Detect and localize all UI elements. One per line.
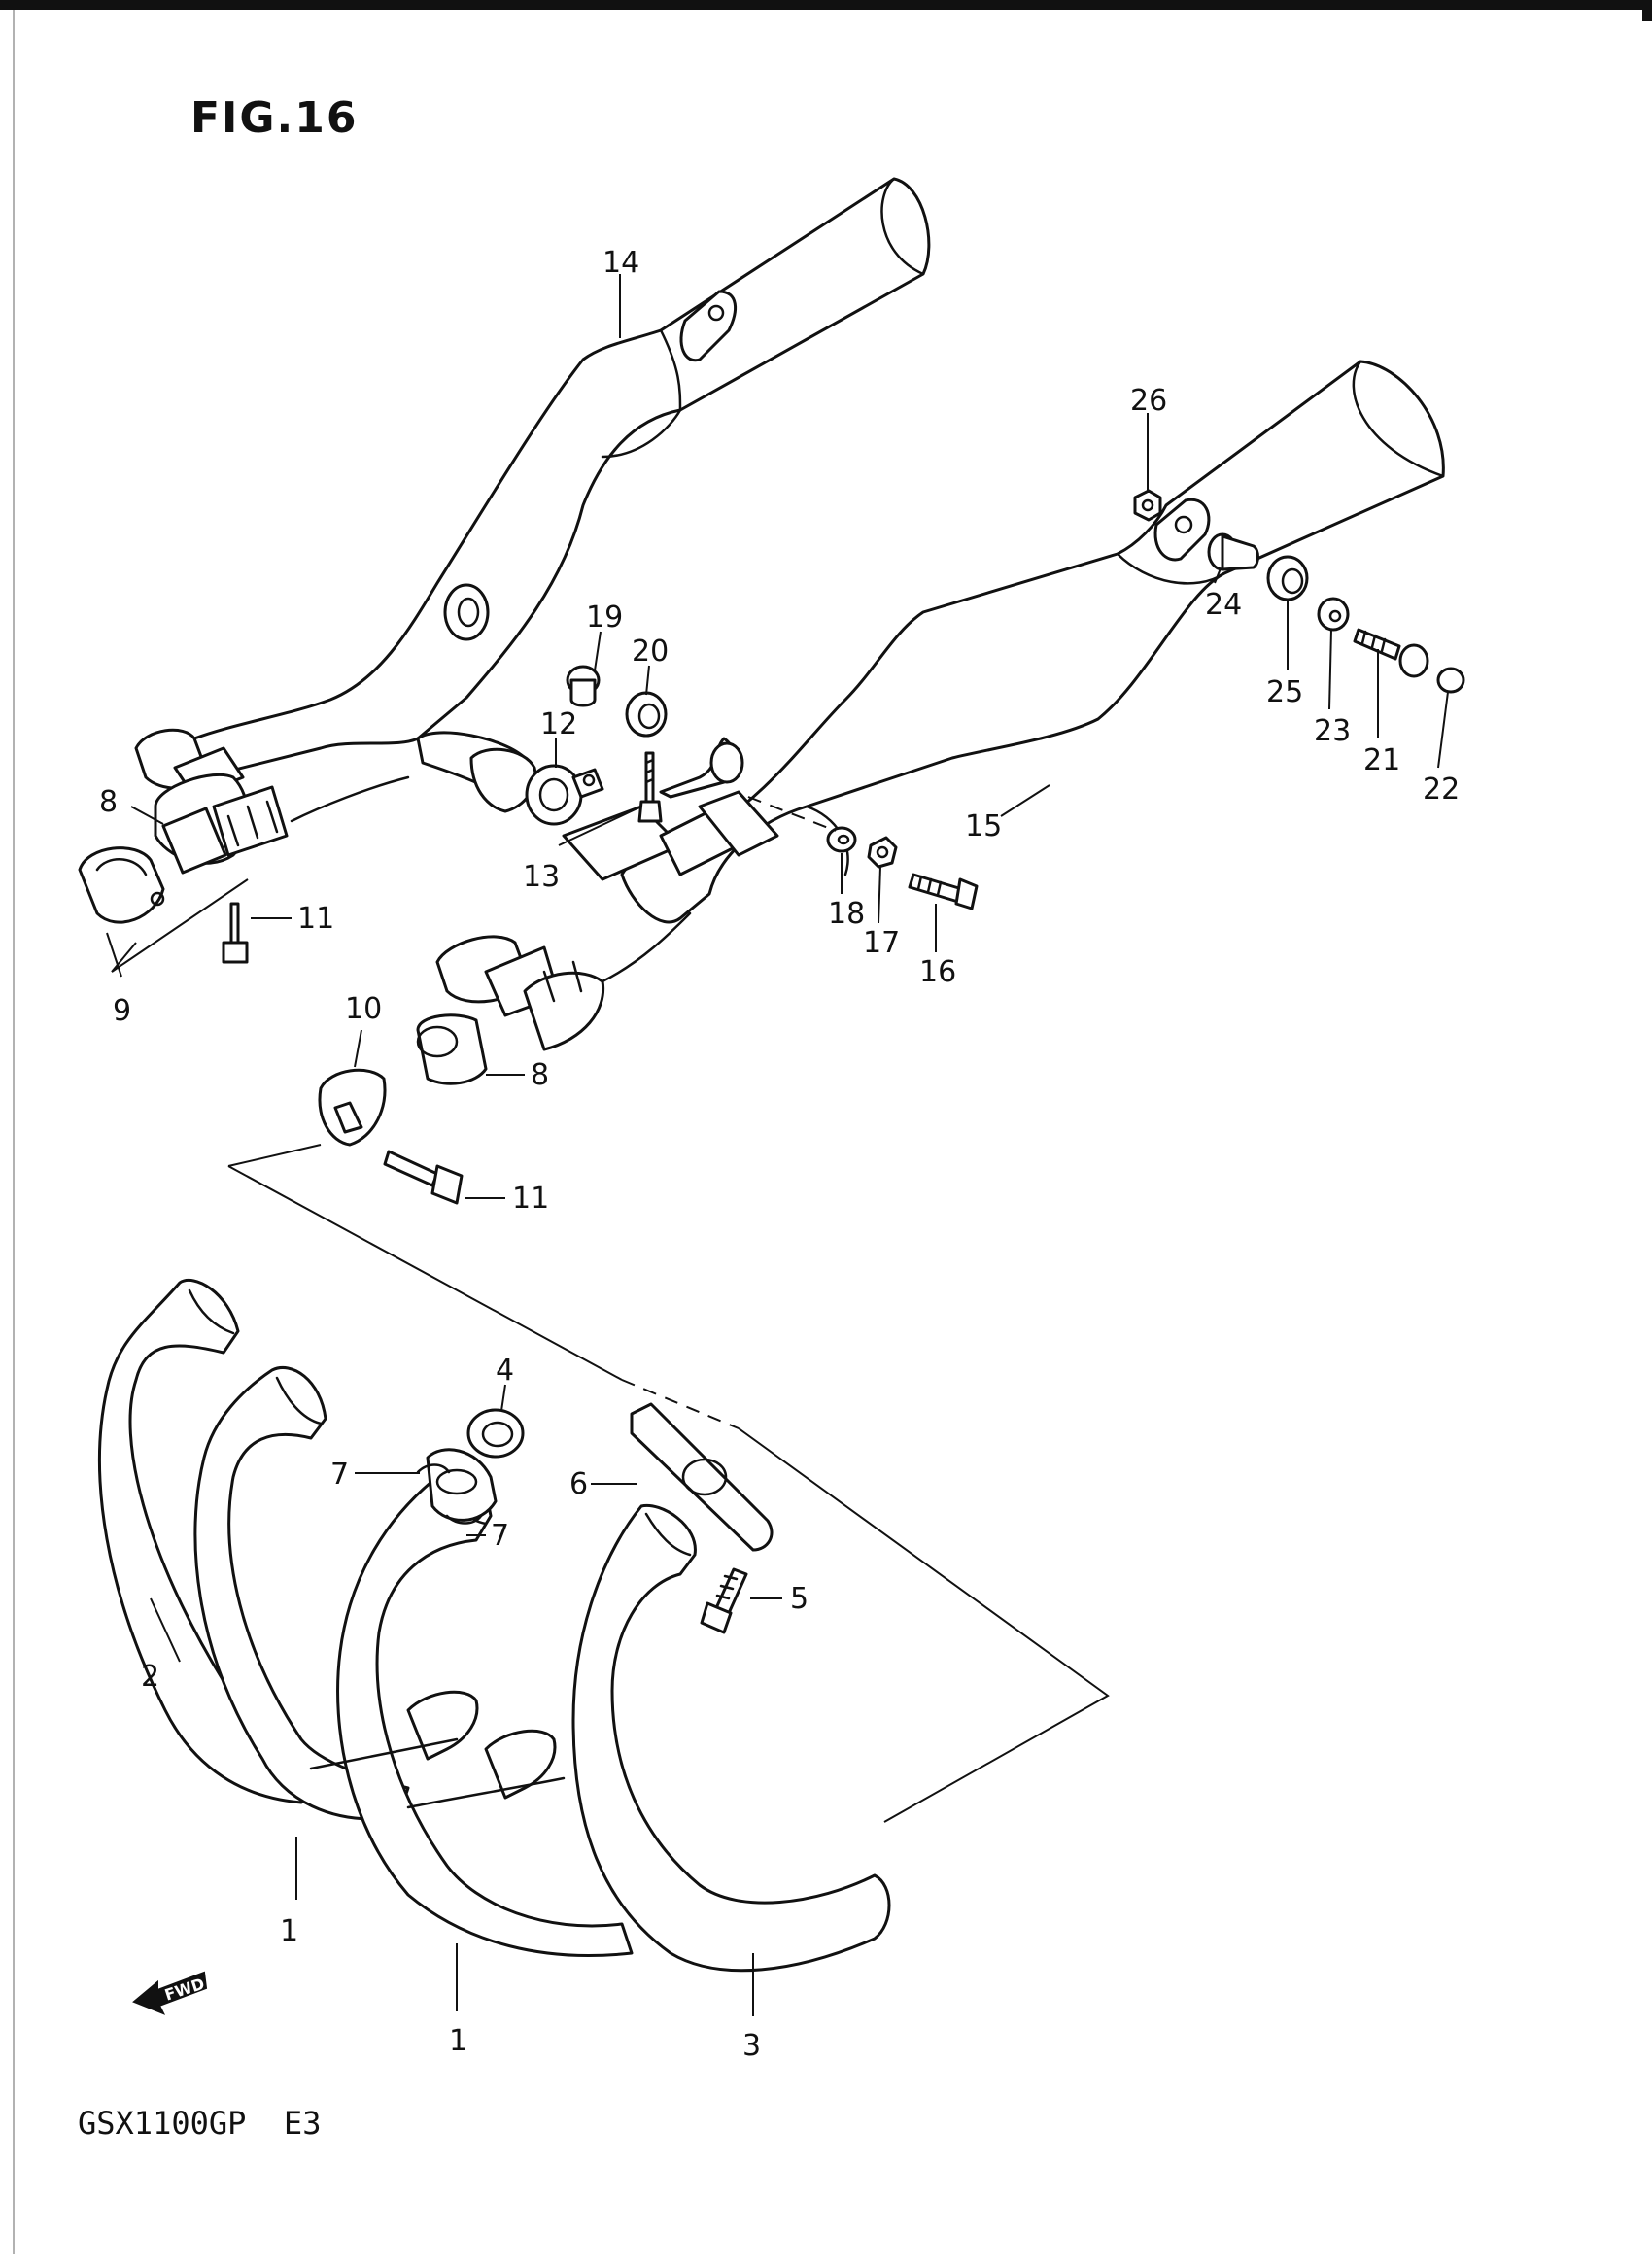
connector-8-upper [161, 807, 227, 875]
fwd-arrow-icon: FWD [132, 1971, 208, 2015]
leader-9-group [111, 878, 249, 973]
washer-23 [1317, 597, 1350, 632]
callout-25: 25 [1266, 675, 1303, 709]
header-crossover [309, 1690, 566, 1809]
flange-6 [630, 1402, 774, 1552]
callout-5: 5 [790, 1582, 809, 1616]
cap-22 [1436, 667, 1465, 694]
callout-3: 3 [742, 2029, 761, 2063]
callout-14: 14 [602, 246, 639, 280]
callout-7-lower: 7 [491, 1519, 509, 1553]
callout-21: 21 [1363, 743, 1400, 777]
callout-10: 10 [345, 992, 382, 1026]
leader-frame-right [738, 1427, 1110, 1823]
top-border [0, 0, 1652, 10]
fwd-label: FWD [162, 1975, 207, 2005]
callout-1-mid: 1 [449, 2024, 467, 2058]
callout-11-upper: 11 [297, 902, 334, 936]
joint-rings-7 [416, 1448, 498, 1525]
callout-18: 18 [828, 897, 865, 931]
callout-numbers: 14 26 19 20 12 13 15 24 25 23 21 22 18 1… [99, 246, 1460, 2063]
leader-frame-dash [621, 1379, 740, 1429]
callout-12: 12 [540, 707, 577, 741]
leader-frame-top [227, 1144, 322, 1167]
callout-20: 20 [632, 635, 669, 669]
callout-15: 15 [965, 809, 1002, 843]
clamp-10 [318, 1068, 387, 1147]
spacer-24 [1207, 532, 1259, 571]
bolt-16 [908, 873, 979, 910]
clamp-9 [78, 846, 165, 924]
leader-lines [106, 274, 1449, 2016]
cushion-25 [1266, 555, 1309, 601]
bolt-5 [700, 1567, 748, 1634]
callout-6: 6 [569, 1467, 588, 1501]
nut-26 [1133, 489, 1162, 522]
callout-26: 26 [1130, 384, 1167, 418]
header-pipe-3 [571, 1503, 891, 1973]
callout-19: 19 [586, 601, 623, 635]
muffler-right [435, 360, 1445, 1051]
figure-title: FIG.16 [190, 93, 359, 143]
washer-18 [826, 826, 857, 853]
model-code: GSX1100GP E3 [78, 2105, 321, 2142]
connector-8-lower [416, 1013, 488, 1085]
callout-17: 17 [863, 926, 900, 960]
callout-2: 2 [141, 1660, 159, 1694]
bush-19 [566, 665, 601, 707]
callout-8-upper: 8 [99, 785, 118, 819]
callout-22: 22 [1423, 773, 1460, 807]
bolt-11-lower [383, 1150, 464, 1205]
callout-23: 23 [1314, 714, 1351, 748]
callout-13: 13 [523, 860, 560, 894]
bolt-21 [1353, 628, 1429, 678]
callout-8-lower: 8 [531, 1058, 549, 1092]
corner-mark [1642, 0, 1652, 21]
callout-24: 24 [1205, 588, 1242, 622]
mount-dash-line [747, 796, 837, 832]
nut-17 [867, 836, 898, 869]
bolt-13 [637, 751, 663, 823]
callout-7-upper: 7 [330, 1458, 349, 1492]
leader-frame-left [227, 1165, 623, 1381]
bolt-11-upper [222, 902, 249, 964]
callout-1-left: 1 [280, 1914, 298, 1948]
balance-bracket [659, 737, 779, 857]
callout-16: 16 [919, 955, 956, 989]
clamp-12 [525, 764, 604, 826]
callout-9: 9 [113, 994, 131, 1028]
callout-4: 4 [496, 1354, 514, 1388]
callout-11-lower: 11 [512, 1182, 549, 1216]
cushion-20 [625, 691, 668, 738]
gasket-4 [466, 1408, 525, 1459]
